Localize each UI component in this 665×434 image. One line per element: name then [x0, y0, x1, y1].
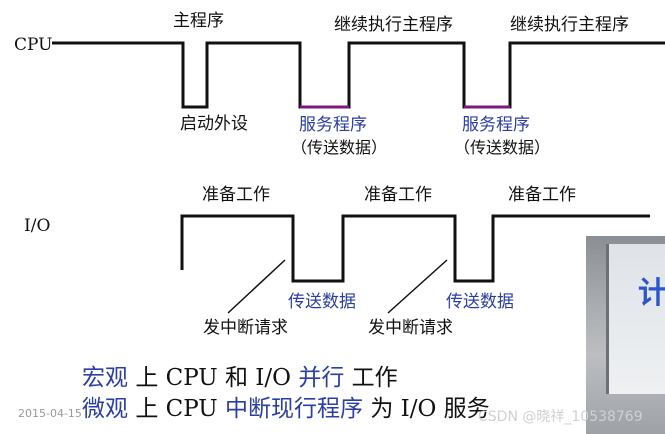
interrupt-request-label-1: 发中断请求 — [203, 318, 288, 338]
prepare-label-2: 准备工作 — [364, 185, 432, 205]
service-program-label-2: 服务程序 — [462, 115, 530, 135]
io-transfer-label-2: 传送数据 — [446, 292, 514, 312]
io-label: I/O — [24, 216, 51, 236]
main-program-label: 主程序 — [173, 11, 224, 31]
macro-end: 工作 — [351, 365, 398, 391]
photo-panel — [606, 244, 665, 394]
io-transfer-label-1: 传送数据 — [288, 292, 356, 312]
interrupt-arrow-2 — [387, 259, 448, 314]
watermark: CSDN @晓祥_10538769 — [478, 409, 643, 425]
transfer-data-note-2: （传送数据） — [454, 138, 551, 157]
continue-main-label-2: 继续执行主程序 — [510, 15, 629, 35]
micro-text: 上 CPU — [135, 396, 218, 422]
micro-term: 微观 — [82, 396, 128, 422]
interrupt-request-label-2: 发中断请求 — [368, 318, 453, 338]
micro-highlight: 中断现行程序 — [225, 396, 363, 422]
presenter-photo: 计 — [586, 236, 665, 434]
interrupt-arrow-1 — [227, 259, 286, 314]
macro-summary-line: 宏观 上 CPU 和 I/O 并行 工作 — [82, 367, 398, 390]
cpu-timeline — [52, 41, 665, 109]
photo-glyph: 计 — [638, 276, 665, 311]
macro-text: 上 CPU 和 I/O — [135, 365, 291, 391]
io-timeline — [180, 214, 650, 283]
slide-date: 2015-04-15 — [18, 407, 82, 420]
continue-main-label-1: 继续执行主程序 — [334, 15, 453, 35]
micro-summary-line: 微观 上 CPU 中断现行程序 为 I/O 服务 — [82, 398, 490, 421]
macro-term: 宏观 — [82, 365, 128, 391]
service-program-label-1: 服务程序 — [299, 115, 367, 135]
macro-highlight: 并行 — [298, 365, 345, 391]
prepare-label-3: 准备工作 — [508, 185, 576, 205]
transfer-data-note-1: （传送数据） — [291, 138, 388, 157]
prepare-label-1: 准备工作 — [202, 185, 270, 205]
micro-end: 为 I/O 服务 — [370, 396, 490, 422]
start-device-label: 启动外设 — [180, 114, 248, 134]
cpu-label: CPU — [14, 35, 53, 55]
